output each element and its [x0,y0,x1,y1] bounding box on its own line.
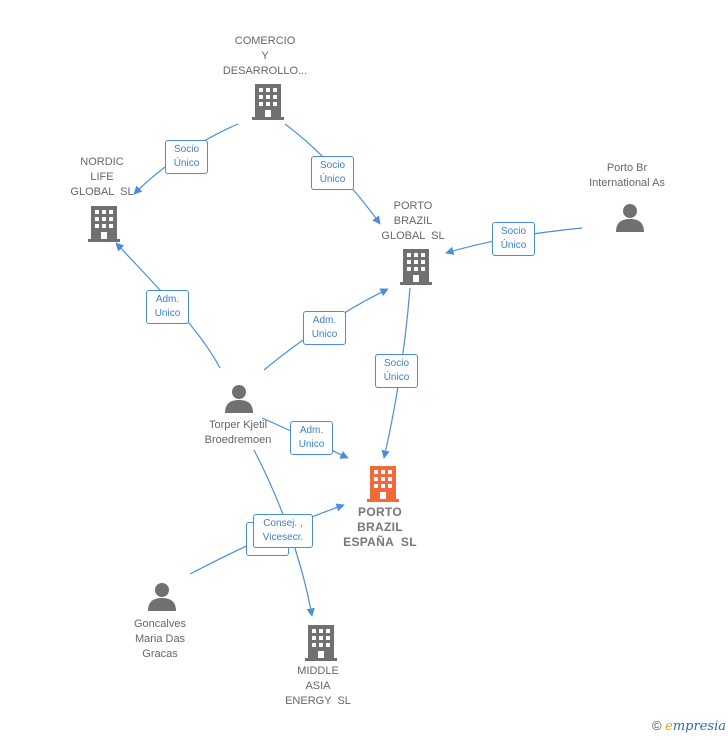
building-icon[interactable] [252,84,284,125]
node-label-porto-br[interactable]: Porto Br International As [589,162,665,189]
building-icon[interactable] [400,249,432,290]
node-label-porto-global[interactable]: PORTO BRAZIL GLOBAL SL [381,200,445,242]
person-icon[interactable] [147,581,177,616]
brand-logo[interactable]: empresia [665,719,726,734]
edge-label[interactable]: Adm.Unico [290,421,333,455]
node-label-nordic[interactable]: NORDIC LIFE GLOBAL SL [70,156,134,198]
node-label-comercio[interactable]: COMERCIO Y DESARROLLO... [222,35,308,77]
edge-label[interactable]: Consej. ,Vicesecr. [253,514,313,548]
node-label-porto-espana[interactable]: PORTO BRAZIL ESPAÑA SL [343,505,417,549]
node-label-goncalves[interactable]: Goncalves Maria Das Gracas [134,618,186,660]
copyright-symbol: © [651,718,662,733]
node-label-middle[interactable]: MIDDLE ASIA ENERGY SL [285,665,351,707]
edge-label[interactable]: Adm.Unico [146,290,189,324]
node-label-torper[interactable]: Torper Kjetil Broedremoen [204,419,272,446]
building-icon[interactable] [305,625,337,666]
person-icon[interactable] [615,202,645,237]
building-icon[interactable] [88,206,120,247]
footer-credit: © empresia [652,718,726,734]
person-icon[interactable] [224,383,254,418]
main-building-icon[interactable] [367,466,399,507]
edge-label[interactable]: Adm.Unico [303,311,346,345]
